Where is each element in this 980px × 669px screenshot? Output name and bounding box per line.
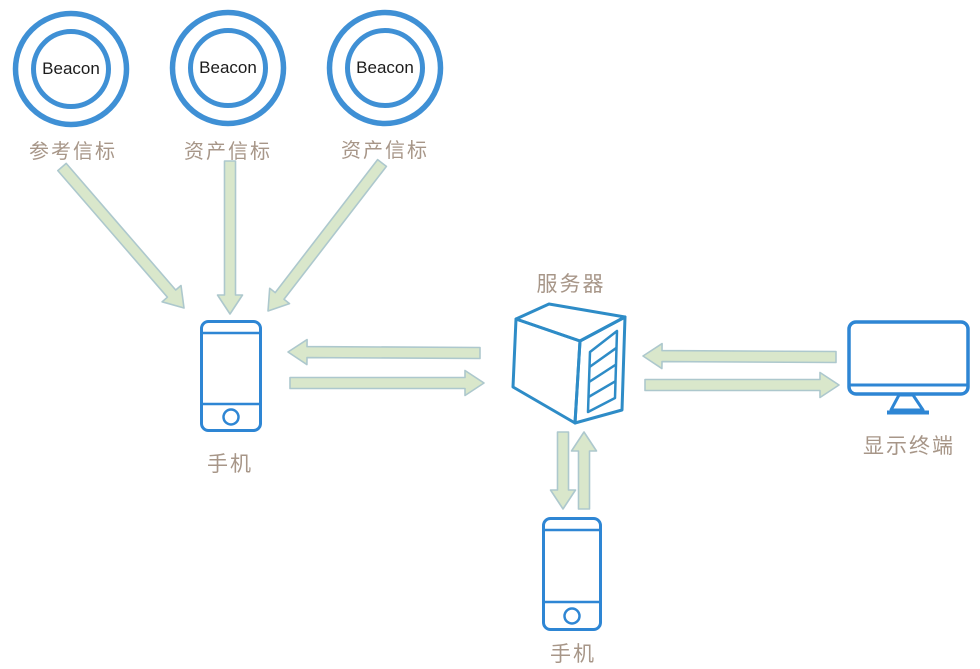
beacon-node-asset-2: Beacon xyxy=(325,7,445,129)
beacon-rings-icon xyxy=(169,9,287,127)
server-tower-icon xyxy=(511,302,627,425)
beacon-title: Beacon xyxy=(199,58,257,77)
server-label: 服务器 xyxy=(536,272,606,296)
arrow-phone-to-server xyxy=(289,369,485,397)
phone-upper-node xyxy=(200,320,262,432)
arrow-server-to-phone2 xyxy=(549,431,577,510)
arrow-display-to-server xyxy=(642,342,837,370)
display-terminal-node xyxy=(847,320,972,417)
smartphone-icon xyxy=(200,320,262,432)
beacon-rings-icon xyxy=(12,10,130,128)
beacon2-label: 资产信标 xyxy=(184,141,272,163)
arrow-phone2-to-server xyxy=(570,431,598,510)
beacon-node-reference: Beacon xyxy=(11,8,131,130)
display-terminal-label: 显示终端 xyxy=(863,434,955,458)
beacon-title: Beacon xyxy=(42,59,100,78)
smartphone-icon xyxy=(542,517,602,631)
beacon-node-asset-1: Beacon xyxy=(168,7,288,129)
arrow-beacon3-to-phone xyxy=(267,158,388,312)
beacon3-label: 资产信标 xyxy=(341,140,429,162)
monitor-icon xyxy=(847,320,970,415)
phone-lower-label: 手机 xyxy=(550,642,596,666)
beacon-rings-icon xyxy=(326,9,444,127)
arrow-server-to-display xyxy=(644,371,840,399)
beacon-title: Beacon xyxy=(356,58,414,77)
phone-upper-label: 手机 xyxy=(207,452,253,476)
server-node xyxy=(505,298,637,433)
arrow-beacon2-to-phone xyxy=(216,160,244,315)
phone-lower-node xyxy=(542,517,602,631)
arrow-server-to-phone xyxy=(287,338,481,366)
arrow-beacon1-to-phone xyxy=(56,162,185,309)
beacon1-label: 参考信标 xyxy=(29,141,117,163)
